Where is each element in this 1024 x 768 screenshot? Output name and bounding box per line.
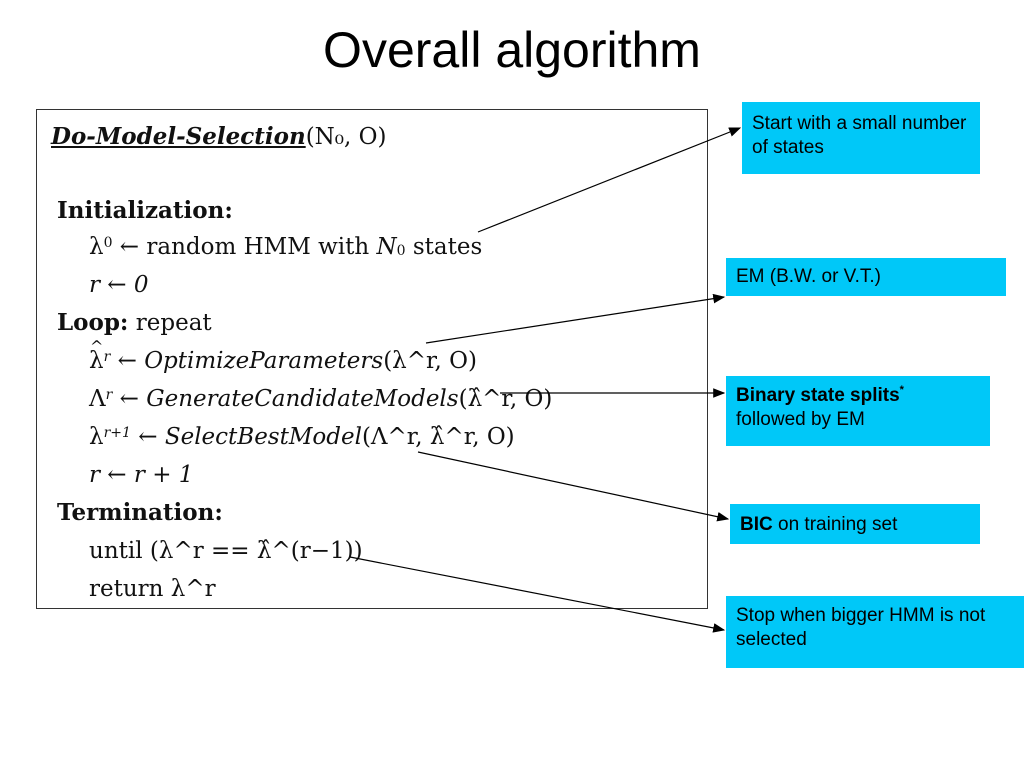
algo-init-line2: r ← 0 — [89, 272, 149, 298]
algo-term-line2: return λ^r — [89, 576, 216, 602]
algo-init-label: Initialization: — [57, 197, 233, 224]
algo-init-line1: λ0 ← random HMM with N0 states — [89, 232, 482, 262]
algo-loop-line4: r ← r + 1 — [89, 462, 194, 488]
callout-bic-bold: BIC — [740, 514, 773, 535]
algo-sup: r+1 — [103, 425, 131, 441]
callout-splits-star: * — [899, 384, 904, 396]
algo-function-args: (λ^r, O) — [383, 348, 477, 374]
arrow-bic — [417, 451, 730, 522]
algo-term-line1: until (λ^r == λ̂^(r−1)) — [89, 538, 363, 564]
arrow-start-states — [477, 127, 742, 233]
callout-bic: BIC on training set — [730, 504, 980, 544]
algo-lambda: λ — [89, 234, 104, 260]
callout-bic-rest: on training set — [772, 514, 898, 535]
algo-sup: 0 — [103, 235, 113, 251]
arrow-em — [425, 293, 726, 344]
algo-Lambda: Λ — [89, 386, 106, 412]
algo-arrow: ← — [110, 348, 145, 374]
algo-n: N — [376, 234, 397, 260]
algo-lambda: λ — [89, 424, 104, 450]
algo-term-label: Termination: — [57, 499, 223, 526]
algo-text: ← random HMM with — [112, 234, 377, 260]
algo-sup: r — [105, 387, 113, 403]
algo-function-name: OptimizeParameters — [144, 348, 384, 374]
algo-sup: r — [103, 349, 111, 365]
algo-lambda-hat: λ — [89, 332, 104, 376]
algo-function-args: (λ̂^r, O) — [458, 386, 553, 412]
callout-stop: Stop when bigger HMM is not selected — [726, 596, 1024, 668]
callout-start-states: Start with a small number of states — [742, 102, 980, 174]
callout-splits-rest: followed by EM — [736, 409, 865, 430]
slide-title: Overall algorithm — [323, 22, 701, 78]
algo-text: states — [405, 234, 483, 260]
algo-function-name: SelectBestModel — [164, 424, 362, 450]
arrow-stop — [349, 556, 726, 633]
algo-arrow: ← — [130, 424, 165, 450]
algo-loop-line2: Λr ← GenerateCandidateModels(λ̂^r, O) — [89, 384, 552, 414]
algo-loop-line3: λr+1 ← SelectBestModel(Λ^r, λ̂^r, O) — [89, 422, 515, 452]
algo-arrow: ← — [112, 386, 147, 412]
algo-procedure-name: Do-Model-Selection — [51, 123, 306, 150]
callout-em: EM (B.W. or V.T.) — [726, 258, 1006, 296]
algo-loop-line1: λr ← OptimizeParameters(λ^r, O) — [89, 332, 477, 376]
algo-header: Do-Model-Selection(N₀, O) — [51, 122, 386, 152]
algo-sub: 0 — [396, 243, 406, 259]
algo-function-args: (Λ^r, λ̂^r, O) — [361, 424, 515, 450]
algo-loop-header: Loop: repeat — [57, 308, 212, 338]
callout-state-splits: Binary state splits* followed by EM — [726, 376, 990, 446]
algorithm-box: Do-Model-Selection(N₀, O) Initialization… — [36, 109, 708, 609]
algo-function-name: GenerateCandidateModels — [146, 386, 459, 412]
callout-splits-bold: Binary state splits — [736, 385, 900, 406]
algo-loop-word: repeat — [128, 310, 212, 336]
algo-procedure-args: (N₀, O) — [305, 124, 387, 150]
